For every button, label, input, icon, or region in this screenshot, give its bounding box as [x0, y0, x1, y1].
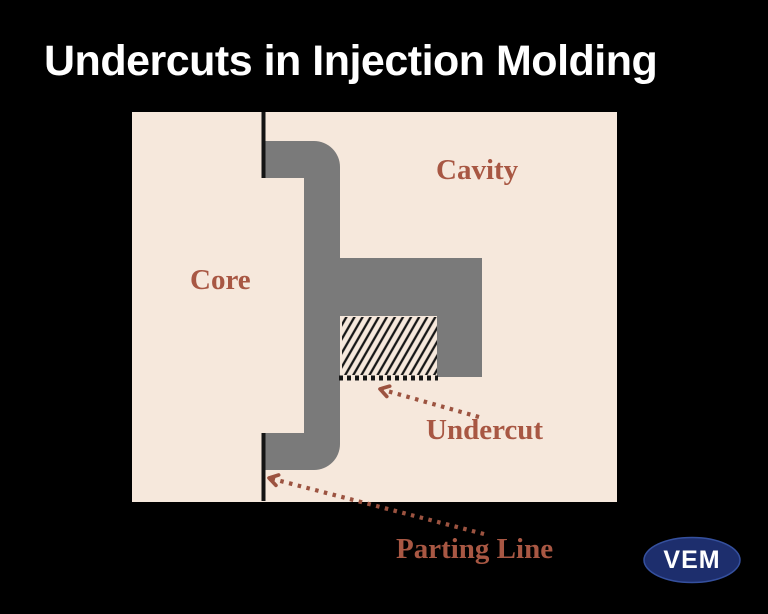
cavity-label: Cavity — [436, 154, 519, 186]
vem-logo-ellipse — [643, 536, 741, 584]
parting-line-label: Parting Line — [396, 533, 554, 565]
vem-logo-text: VEM — [663, 545, 721, 574]
undercut-label: Undercut — [426, 414, 544, 446]
page-title: Undercuts in Injection Molding — [44, 37, 658, 85]
undercut-hatch-area — [342, 317, 437, 375]
parting-line-arrow — [267, 473, 485, 537]
core-label: Core — [190, 264, 251, 296]
molded-part-shape — [264, 141, 482, 470]
